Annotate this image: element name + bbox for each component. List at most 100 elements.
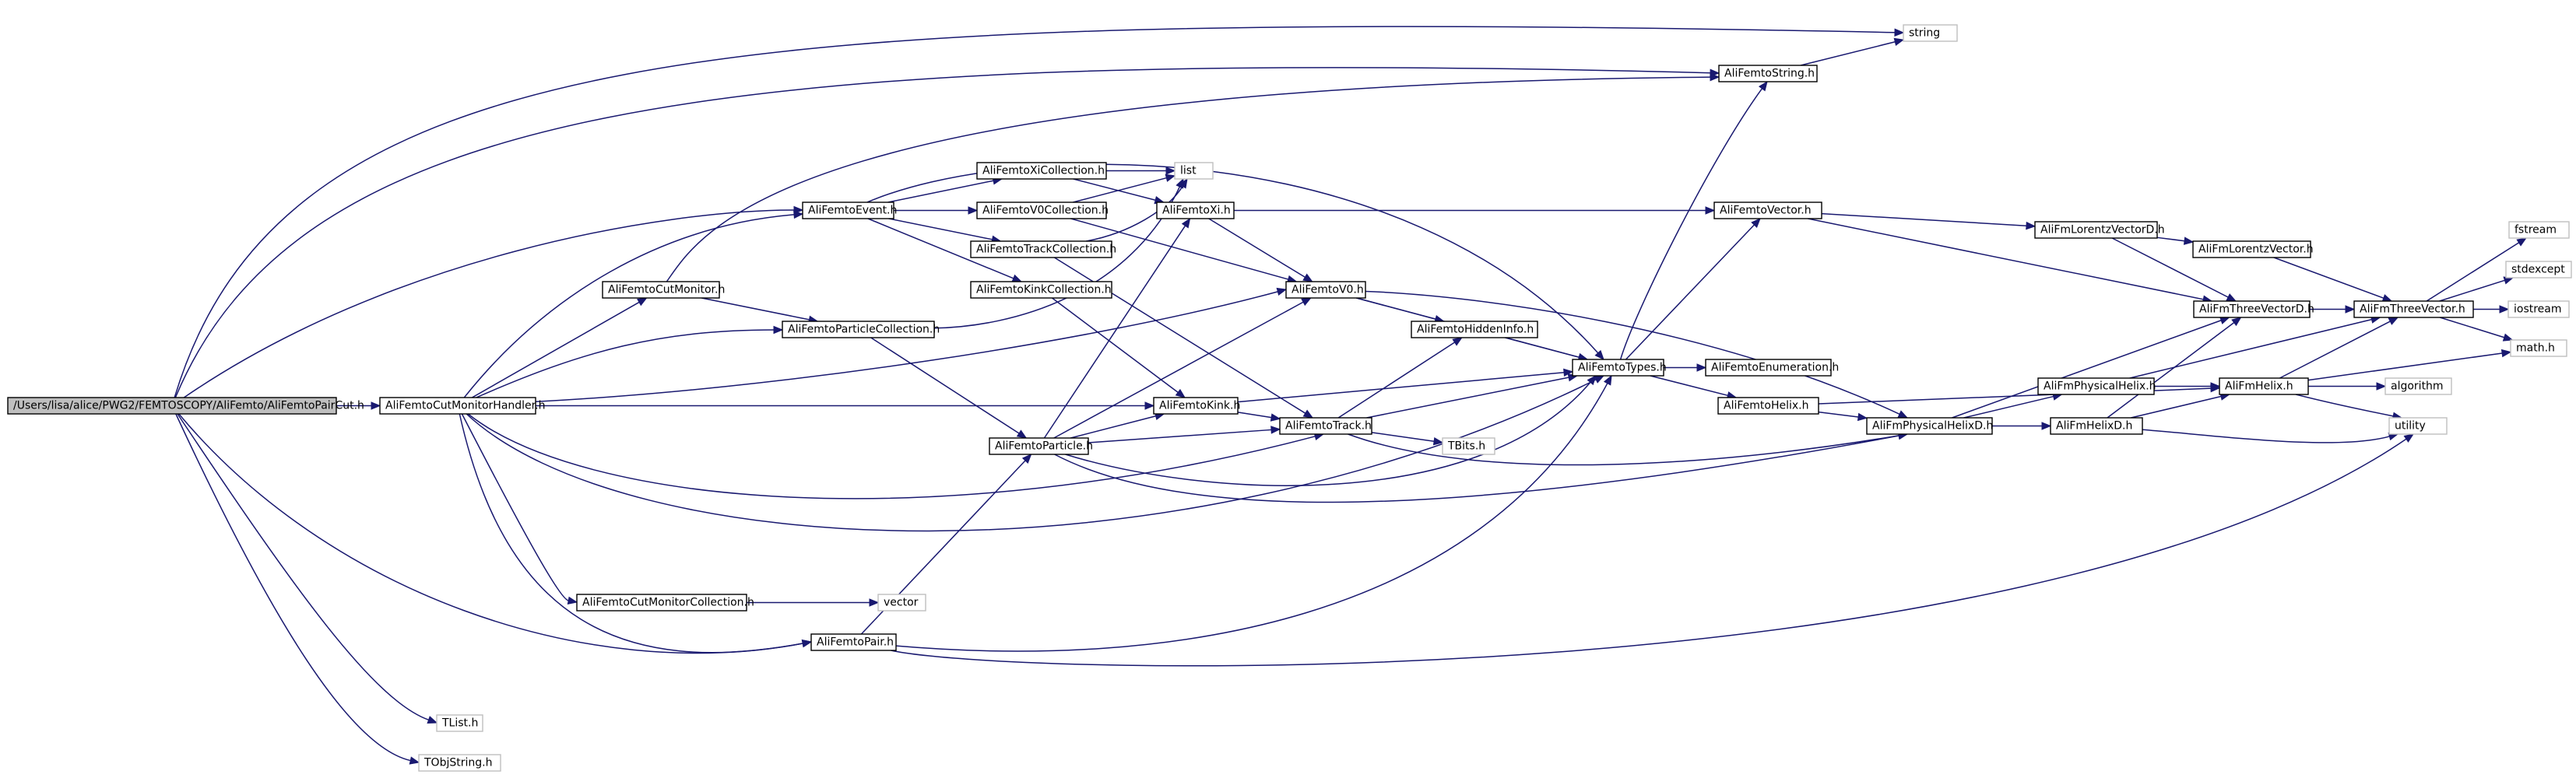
node-label: AliFemtoV0.h	[1292, 284, 1364, 296]
node-label: AliFemtoEnumeration.h	[1711, 362, 1839, 374]
node-box	[1572, 359, 1664, 377]
node-label: AliFmLorentzVector.h	[2198, 244, 2314, 256]
node-box	[1156, 202, 1235, 219]
node-lv[interactable]: AliFmLorentzVector.h	[2192, 240, 2314, 258]
edge-line	[476, 329, 775, 398]
edge-phd-to-ph	[1963, 392, 2063, 419]
node-list[interactable]: list	[1174, 162, 1214, 180]
edge-pcol-to-part	[870, 337, 1028, 439]
node-box	[2353, 300, 2474, 318]
node-tlist[interactable]: TList.h	[436, 714, 483, 732]
node-trcol[interactable]: AliFemtoTrackCollection.h	[970, 240, 1116, 258]
node-part[interactable]: AliFemtoParticle.h	[989, 437, 1093, 455]
edge-fhelix-to-phd	[1818, 411, 1868, 422]
node-types[interactable]: AliFemtoTypes.h	[1572, 359, 1667, 377]
node-helix[interactable]: AliFmHelix.h	[2219, 377, 2309, 395]
edge-line	[1650, 375, 1728, 397]
edge-v0-to-phd	[1365, 290, 1909, 419]
edge-line	[467, 413, 1316, 499]
edge-types-to-enum-arrowhead	[1696, 363, 1707, 372]
edge-xi-to-fvec-arrowhead	[1705, 206, 1716, 215]
edge-line	[1348, 433, 1899, 466]
edge-track-to-tbits-arrowhead	[1432, 436, 1444, 446]
edge-line	[178, 413, 803, 654]
node-pcut[interactable]: /Users/lisa/alice/PWG2/FEMTOSCOPY/AliFem…	[7, 397, 364, 415]
edge-part-to-kink	[1070, 412, 1165, 439]
node-string[interactable]: string	[1903, 24, 1958, 42]
node-tbits[interactable]: TBits.h	[1442, 437, 1495, 455]
edge-cmh-to-pcol-arrowhead	[773, 325, 784, 335]
node-label: vector	[884, 597, 919, 609]
node-evt[interactable]: AliFemtoEvent.h	[802, 202, 897, 219]
node-box	[2388, 417, 2448, 435]
node-label: AliFmPhysicalHelix.h	[2044, 380, 2156, 393]
node-enum[interactable]: AliFemtoEnumeration.h	[1705, 359, 1839, 377]
node-tv[interactable]: AliFmThreeVector.h	[2353, 300, 2474, 318]
edge-ph-to-tv	[2129, 315, 2381, 379]
node-hd[interactable]: AliFmHelixD.h	[2050, 417, 2143, 435]
node-pair[interactable]: AliFemtoPair.h	[810, 633, 897, 651]
node-hid[interactable]: AliFemtoHiddenInfo.h	[1411, 321, 1538, 338]
node-cmh[interactable]: AliFemtoCutMonitorHandler.h	[379, 397, 545, 415]
edge-line	[2156, 237, 2185, 242]
node-xicol[interactable]: AliFemtoXiCollection.h	[976, 162, 1107, 180]
node-label: AliFemtoKink.h	[1159, 400, 1240, 412]
node-xi[interactable]: AliFemtoXi.h	[1156, 202, 1235, 219]
edge-pcut-to-string-arrowhead	[1894, 28, 1905, 37]
edge-hid-to-types	[1505, 337, 1589, 362]
node-iostr[interactable]: iostream	[2507, 300, 2570, 318]
node-stdexc[interactable]: stdexcept	[2505, 261, 2572, 279]
node-kink[interactable]: AliFemtoKink.h	[1153, 397, 1240, 415]
node-label: AliFemtoTrack.h	[1285, 420, 1372, 433]
node-label: AliFemtoV0Collection.h	[982, 205, 1109, 217]
node-math[interactable]: math.h	[2510, 339, 2567, 357]
edge-line	[1065, 381, 1591, 486]
node-ph[interactable]: AliFmPhysicalHelix.h	[2037, 377, 2156, 395]
node-lvd[interactable]: AliFmLorentzVectorD.h	[2034, 221, 2165, 239]
node-track[interactable]: AliFemtoTrack.h	[1279, 417, 1372, 435]
node-label: algorithm	[2391, 380, 2444, 393]
node-tvd[interactable]: AliFmThreeVectorD.h	[2193, 300, 2314, 318]
node-tobjs[interactable]: TObjString.h	[418, 754, 501, 772]
edge-pcut-to-cmh-arrowhead	[371, 401, 381, 410]
edge-line	[2279, 321, 2391, 379]
edge-cmh-to-cmcol	[461, 413, 578, 605]
edge-line	[1043, 225, 1186, 439]
edge-types-to-fvec-arrowhead	[1751, 218, 1761, 228]
node-label: math.h	[2516, 342, 2555, 355]
node-cmcol[interactable]: AliFemtoCutMonitorCollection.h	[576, 594, 754, 612]
edge-line	[1625, 224, 1755, 360]
edge-line	[459, 413, 803, 654]
edge-line	[887, 180, 994, 203]
node-box	[1705, 359, 1832, 377]
edge-ph-to-helix	[2153, 382, 2221, 391]
edge-line	[1821, 212, 2027, 226]
node-fstream[interactable]: fstream	[2508, 221, 2570, 239]
node-cmon[interactable]: AliFemtoCutMonitor.h	[602, 281, 725, 299]
node-label: AliFemtoParticleCollection.h	[788, 324, 940, 336]
edge-pcol-to-part-arrowhead	[1016, 429, 1028, 439]
node-algo[interactable]: algorithm	[2384, 377, 2452, 395]
edge-line	[1619, 88, 1763, 360]
node-kkcol[interactable]: AliFemtoKinkCollection.h	[970, 281, 1112, 299]
node-fvec[interactable]: AliFemtoVector.h	[1713, 202, 1822, 219]
edge-track-to-hid	[1337, 337, 1463, 419]
node-util[interactable]: utility	[2388, 417, 2448, 435]
edge-fvec-to-lvd-arrowhead	[2026, 221, 2037, 230]
edge-pair-to-util-arrowhead	[2403, 433, 2415, 443]
node-fhelix[interactable]: AliFemtoHelix.h	[1717, 397, 1819, 415]
node-vector[interactable]: vector	[877, 594, 926, 612]
node-box	[1174, 162, 1214, 180]
node-box	[2384, 377, 2452, 395]
node-box	[989, 437, 1089, 455]
node-fstr[interactable]: AliFemtoString.h	[1718, 65, 1818, 82]
node-box	[782, 321, 935, 338]
node-label: iostream	[2514, 303, 2562, 316]
edge-pair-to-types	[895, 374, 1612, 652]
edge-part-to-track-arrowhead	[1270, 426, 1281, 434]
node-pcol[interactable]: AliFemtoParticleCollection.h	[782, 321, 940, 338]
node-v0[interactable]: AliFemtoV0.h	[1285, 281, 1366, 299]
node-v0col[interactable]: AliFemtoV0Collection.h	[976, 202, 1109, 219]
node-phd[interactable]: AliFmPhysicalHelixD.h	[1866, 417, 1993, 435]
